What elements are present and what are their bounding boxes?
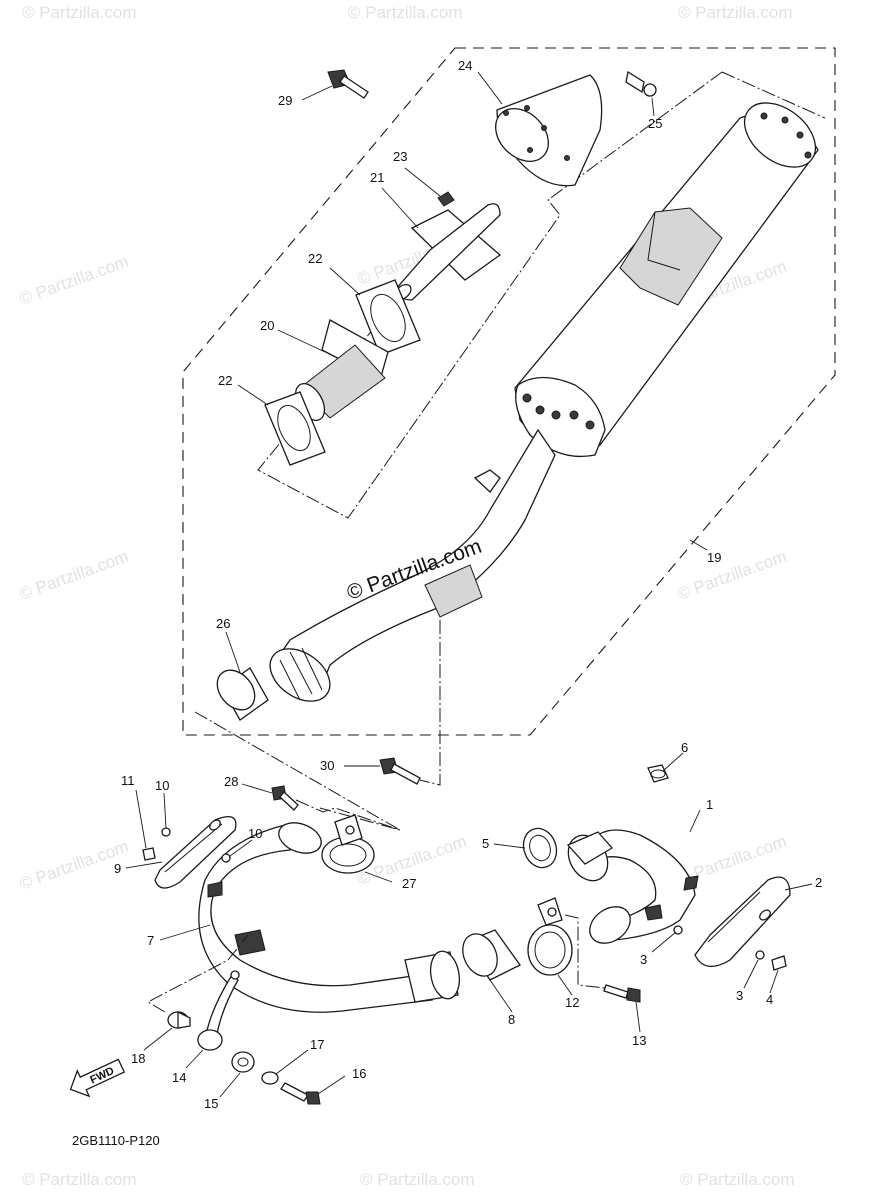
protector-9 — [154, 816, 237, 889]
washer-3 — [755, 950, 765, 960]
muffler-assembly-boundary — [182, 47, 836, 736]
callout-21: 21 — [370, 170, 384, 185]
damper-15 — [231, 1051, 255, 1073]
callout-23: 23 — [393, 149, 407, 164]
gasket-5 — [522, 827, 558, 869]
callouts: 1 2 3 3 4 5 6 7 8 9 10 10 11 12 13 14 15… — [114, 58, 822, 1111]
callout-1: 1 — [706, 797, 713, 812]
callout-29: 29 — [278, 93, 292, 108]
nut-11 — [142, 847, 156, 861]
callout-18: 18 — [131, 1051, 145, 1066]
callout-27: 27 — [402, 876, 416, 891]
gasket-22-lower — [264, 391, 326, 466]
callout-22: 22 — [308, 251, 322, 266]
screw-25 — [625, 70, 657, 97]
clamp-27 — [321, 814, 375, 874]
muffler — [269, 102, 819, 702]
diagram-code: 2GB1110-P120 — [72, 1133, 160, 1148]
callout-8: 8 — [508, 1012, 515, 1027]
bracket-14 — [197, 970, 240, 1051]
callout-14: 14 — [172, 1070, 186, 1085]
watermark: © Partzilla.com — [675, 547, 789, 604]
callout-20: 20 — [260, 318, 274, 333]
callout-16: 16 — [352, 1066, 366, 1081]
exhaust-pipe-1 — [566, 829, 699, 944]
watermark: © Partzilla.com — [22, 1170, 137, 1189]
callout-9: 9 — [114, 861, 121, 876]
collar-18 — [167, 1010, 191, 1029]
leader-line — [194, 711, 401, 831]
washer-10 — [161, 827, 171, 837]
gasket-8 — [462, 929, 521, 981]
gasket-22-upper — [355, 279, 421, 356]
callout-3: 3 — [640, 952, 647, 967]
bolt-16 — [280, 1082, 321, 1105]
callout-10: 10 — [248, 826, 262, 841]
leader-line — [146, 934, 249, 1013]
watermark: © Partzilla.com — [348, 3, 463, 22]
callout-3: 3 — [736, 988, 743, 1003]
watermark: © Partzilla.com — [22, 3, 137, 22]
callout-6: 6 — [681, 740, 688, 755]
screw-23 — [437, 191, 455, 207]
watermark: © Partzilla.com — [360, 1170, 475, 1189]
callout-28: 28 — [224, 774, 238, 789]
bolt-4 — [771, 955, 787, 971]
leader-line — [419, 620, 441, 786]
fwd-arrow-icon: FWD — [69, 1058, 126, 1098]
callout-2: 2 — [815, 875, 822, 890]
bolt-28 — [271, 785, 299, 811]
callout-30: 30 — [320, 758, 334, 773]
protector-2 — [694, 876, 791, 967]
internals-group-line — [721, 71, 826, 119]
leader-line — [564, 914, 606, 989]
nut-6 — [647, 764, 669, 783]
gasket-26 — [216, 667, 269, 721]
callout-12: 12 — [565, 995, 579, 1010]
leader-line — [295, 799, 401, 831]
callout-24: 24 — [458, 58, 472, 73]
watermark: © Partzilla.com — [17, 252, 131, 309]
end-cap — [495, 74, 603, 187]
clamp-12 — [527, 897, 573, 976]
callout-11: 11 — [121, 773, 135, 788]
exhaust-pipe-7 — [198, 822, 461, 1013]
callout-22: 22 — [218, 373, 232, 388]
bolt-29 — [327, 69, 369, 99]
callout-25: 25 — [648, 116, 662, 131]
callout-13: 13 — [632, 1033, 646, 1048]
callout-19: 19 — [707, 550, 721, 565]
callout-7: 7 — [147, 933, 154, 948]
washer-10 — [221, 853, 231, 863]
callout-17: 17 — [310, 1037, 324, 1052]
watermark: © Partzilla.com — [17, 547, 131, 604]
bolt-13 — [603, 984, 641, 1003]
callout-26: 26 — [216, 616, 230, 631]
callout-leaders — [125, 71, 813, 1098]
watermark: © Partzilla.com — [678, 3, 793, 22]
callout-15: 15 — [204, 1096, 218, 1111]
watermark: © Partzilla.com — [680, 1170, 795, 1189]
callout-10: 10 — [155, 778, 169, 793]
fwd-label: FWD — [88, 1065, 116, 1086]
callout-5: 5 — [482, 836, 489, 851]
callout-4: 4 — [766, 992, 773, 1007]
washer-17 — [261, 1071, 279, 1085]
bolt-30 — [379, 757, 421, 785]
